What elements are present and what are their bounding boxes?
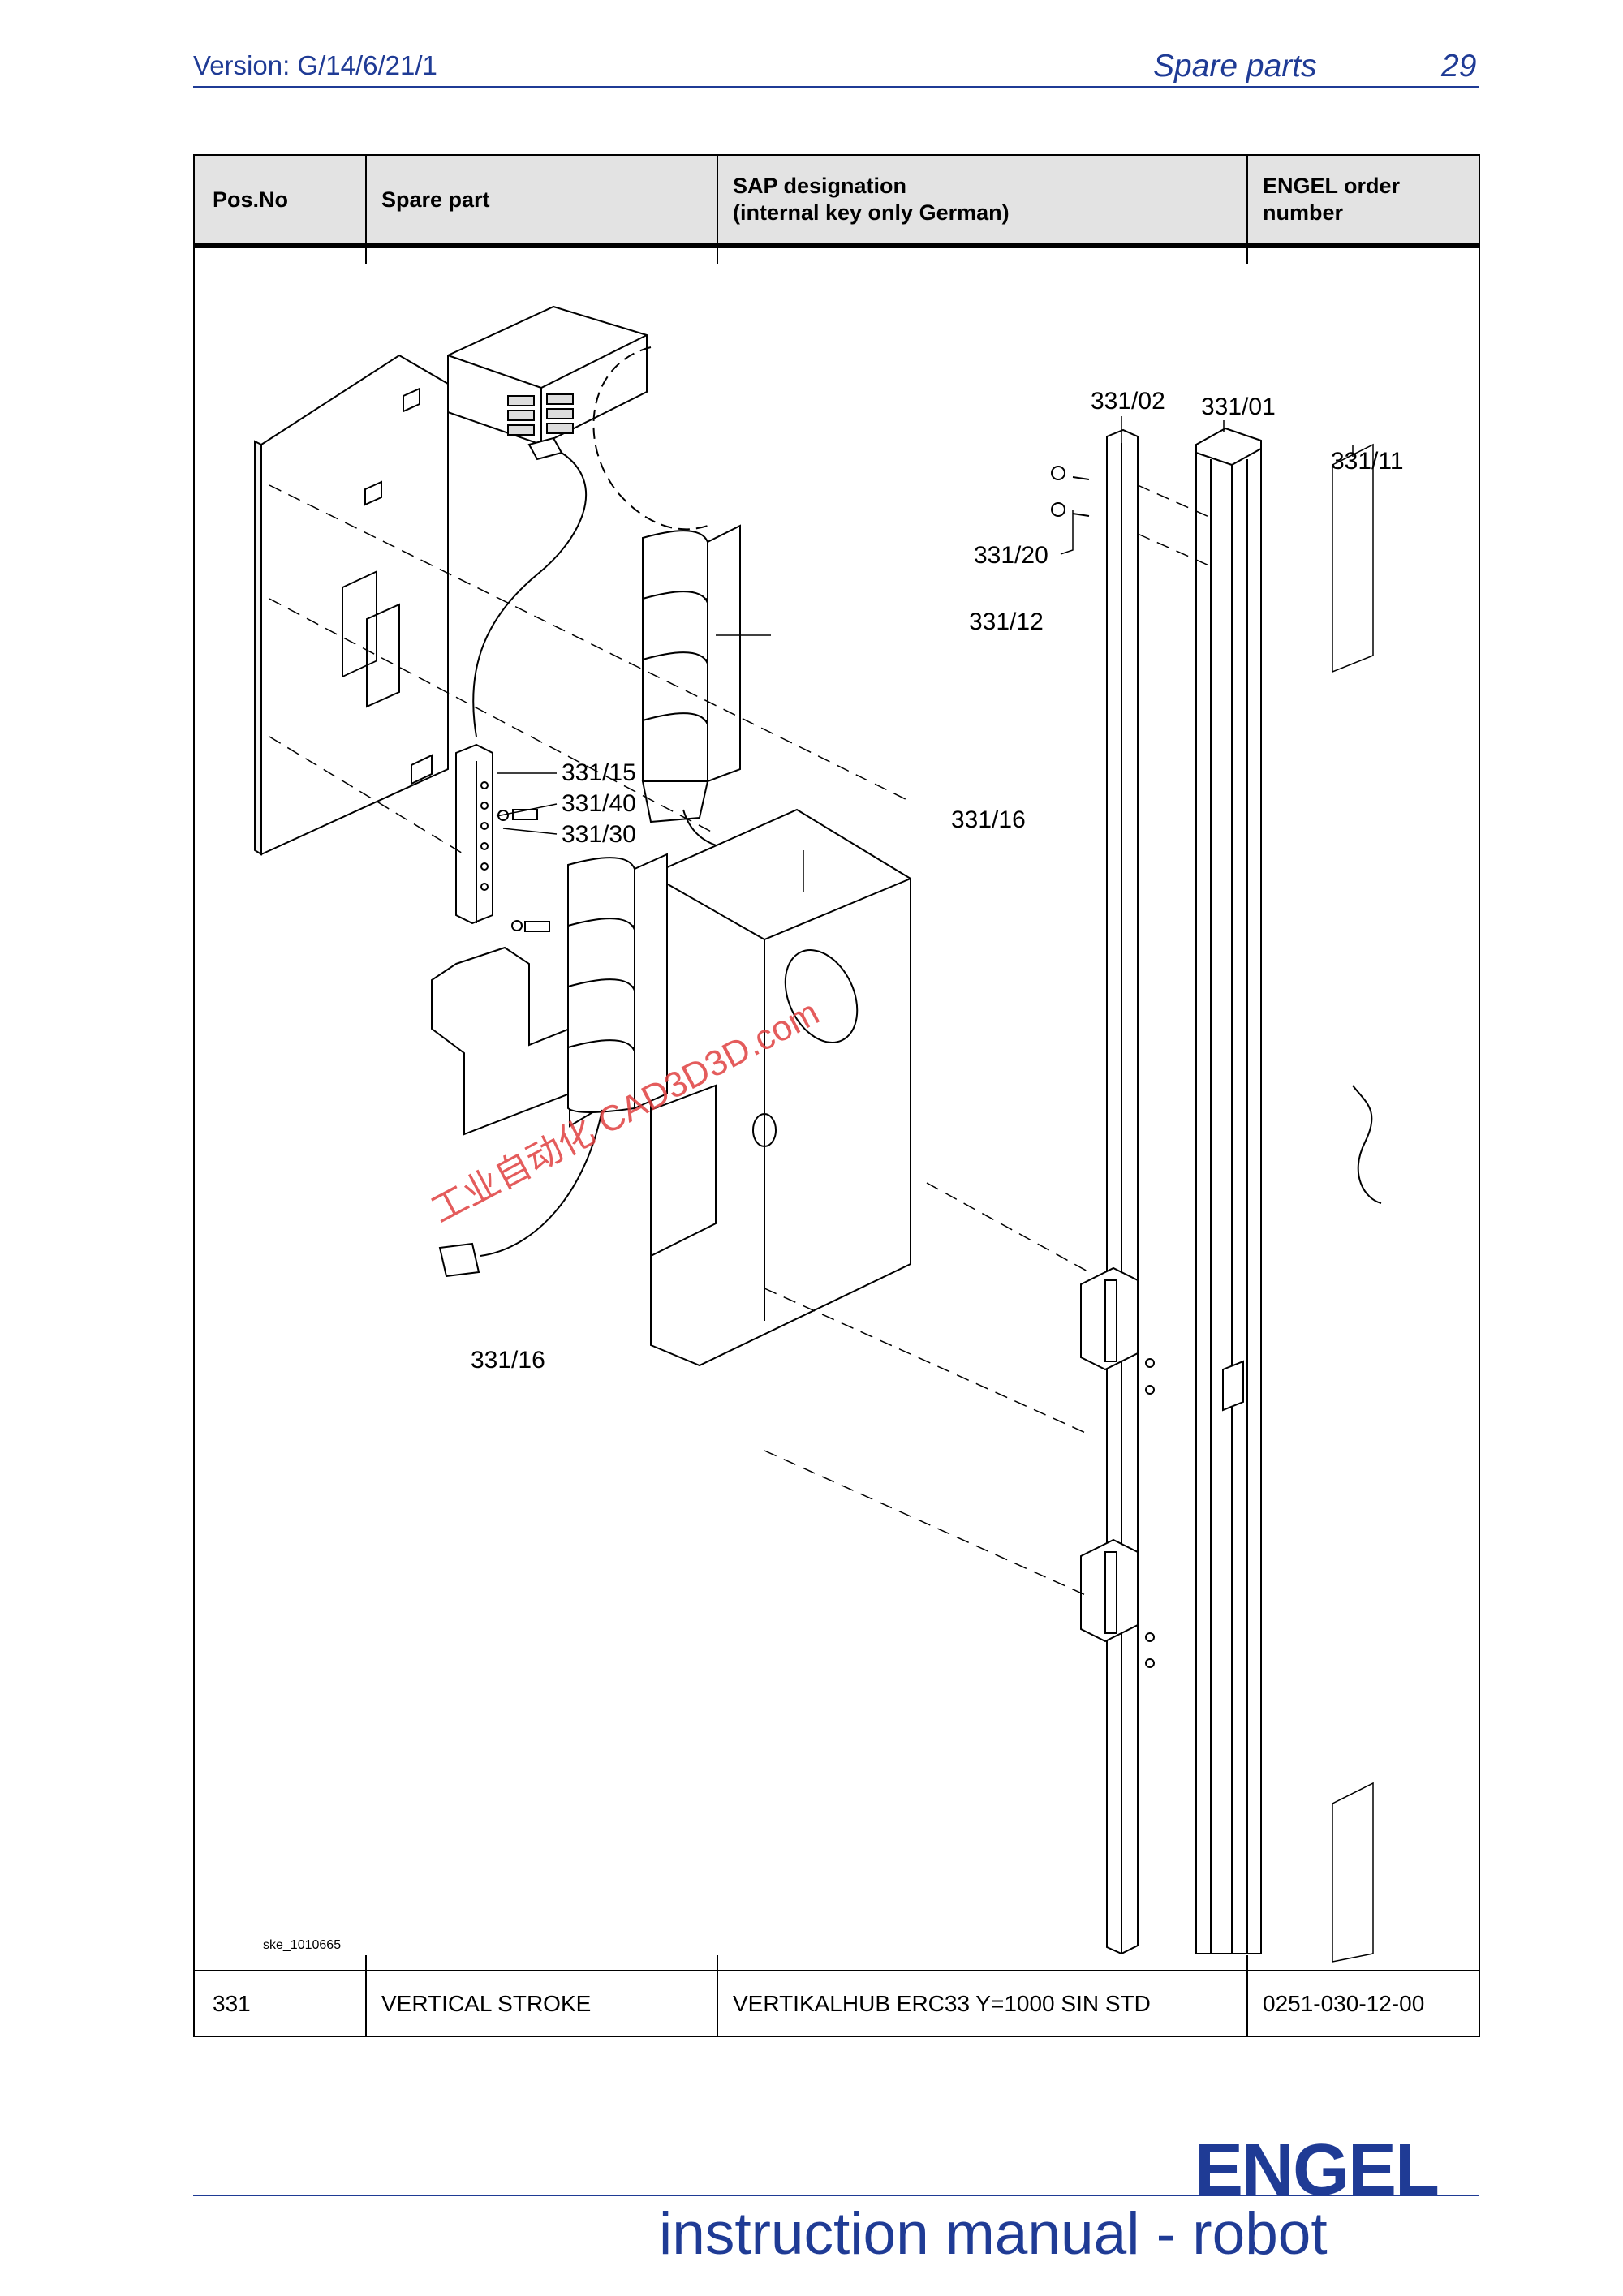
column-divider xyxy=(1246,156,1248,243)
callout-331-11: 331/11 xyxy=(1331,448,1404,475)
toothed-rack xyxy=(1332,443,1374,1963)
callout-331-16-lower: 331/16 xyxy=(471,1347,545,1374)
column-divider xyxy=(365,1971,367,2037)
column-tick xyxy=(365,248,367,264)
cell-order-number: 0251-030-12-00 xyxy=(1263,1991,1425,2016)
callout-331-30: 331/30 xyxy=(562,821,636,848)
col-sap-header-line2: (internal key only German) xyxy=(733,200,1010,225)
cell-sap-designation: VERTIKALHUB ERC33 Y=1000 SIN STD xyxy=(733,1991,1151,2016)
callout-331-40: 331/40 xyxy=(562,790,636,817)
col-pos-header: Pos.No xyxy=(213,187,289,212)
table-header: Pos.No Spare part SAP designation (inter… xyxy=(195,156,1479,248)
column-divider xyxy=(365,156,367,243)
callout-331-15: 331/15 xyxy=(562,759,636,786)
spare-parts-table: Pos.No Spare part SAP designation (inter… xyxy=(193,154,1480,2037)
exploded-view-drawing: 331/02 331/01 331/11 331/20 331/12 331/1… xyxy=(254,305,1404,1963)
callout-331-20: 331/20 xyxy=(974,542,1048,569)
col-sap-header-line1: SAP designation xyxy=(733,174,907,198)
col-order-header-line2: number xyxy=(1263,200,1344,225)
col-order-header-line1: ENGEL order xyxy=(1263,174,1401,198)
header-rule xyxy=(193,86,1479,88)
callout-331-01: 331/01 xyxy=(1201,393,1276,420)
terminal-strip xyxy=(455,743,550,932)
screws xyxy=(1051,466,1155,1668)
vertical-rail xyxy=(1080,428,1139,1955)
column-tick xyxy=(365,1955,367,1971)
version-label: Version: G/14/6/21/1 xyxy=(193,50,437,80)
column-tick xyxy=(717,248,718,264)
switch-box xyxy=(447,305,648,461)
carriage-plate xyxy=(650,808,911,1367)
section-title: Spare parts xyxy=(1153,49,1317,84)
page-number: 29 xyxy=(1441,49,1477,84)
callout-331-16-upper: 331/16 xyxy=(951,806,1026,833)
table-row: 331 VERTICAL STROKE VERTIKALHUB ERC33 Y=… xyxy=(195,1970,1479,2037)
column-divider xyxy=(717,156,718,243)
column-tick xyxy=(1246,248,1248,264)
drawing-id: ske_1010665 xyxy=(263,1938,341,1952)
cell-spare-part: VERTICAL STROKE xyxy=(381,1991,592,2016)
column-divider xyxy=(1246,1971,1248,2037)
column-tick xyxy=(1246,1955,1248,1971)
callout-331-02: 331/02 xyxy=(1091,388,1165,415)
column-divider xyxy=(717,1971,718,2037)
column-tick xyxy=(717,1955,718,1971)
footer-rule xyxy=(193,2195,1479,2196)
mounting-plate xyxy=(254,354,449,856)
col-part-header: Spare part xyxy=(381,187,490,212)
footer-title: instruction manual - robot xyxy=(659,2201,1328,2267)
profile-column xyxy=(1195,427,1262,1954)
energy-chain-lower xyxy=(438,853,668,1278)
cell-pos: 331 xyxy=(213,1991,251,2016)
callout-331-12: 331/12 xyxy=(969,608,1044,635)
energy-chain-upper xyxy=(592,346,741,823)
